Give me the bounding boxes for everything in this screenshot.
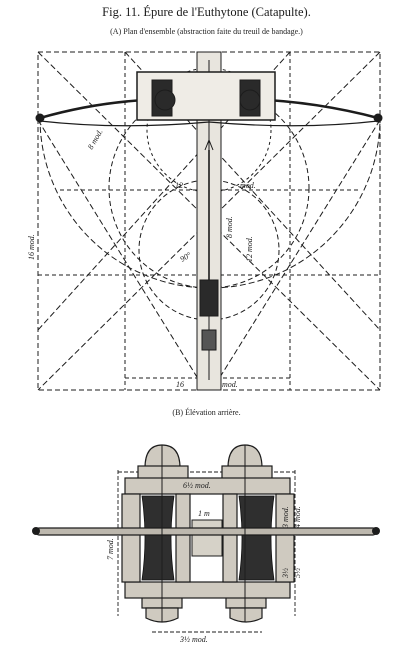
label-left-height: 7 mod. — [106, 538, 115, 560]
label-height-left: 16 mod. — [27, 234, 36, 260]
caption-elevation: (B) Élévation arrière. — [172, 408, 241, 417]
top-beam — [124, 477, 291, 495]
bottom-beam — [124, 581, 291, 599]
sinew-bundle-left — [141, 495, 175, 581]
bow-arm-elevation — [35, 527, 377, 536]
label-bottom-span-unit: mod. — [222, 380, 238, 389]
label-top-width: 6½ mod. — [183, 481, 211, 490]
label-bottom-span: 16 — [176, 380, 184, 389]
label-right-a: 3 mod. — [281, 506, 290, 529]
trigger-block — [199, 279, 219, 317]
label-top-span: 12 — [175, 181, 183, 190]
figure-title: Fig. 11. Épure de l'Euthytone (Catapulte… — [102, 5, 311, 19]
spring-left — [154, 89, 176, 111]
label-top-span-unit: mod. — [240, 181, 256, 190]
elevation-drawing — [32, 444, 380, 633]
label-mid-vertical: 8 mod. — [225, 216, 234, 238]
sinew-bundle-right — [238, 495, 275, 581]
label-right-c: 3½ — [281, 568, 290, 579]
label-inner-vertical: 12 mod. — [245, 236, 254, 262]
label-right-b: 4 mod. — [293, 506, 302, 528]
label-arc-radius: 8 mod. — [86, 128, 105, 151]
caption-plan: (A) Plan d'ensemble (abstraction faite d… — [110, 27, 303, 36]
label-angle: 90° — [179, 250, 194, 264]
spring-right — [239, 89, 261, 111]
label-center: 1 m — [198, 509, 210, 518]
label-right-d: 5½ — [293, 568, 302, 578]
label-bottom-width: 3½ mod. — [179, 635, 208, 644]
